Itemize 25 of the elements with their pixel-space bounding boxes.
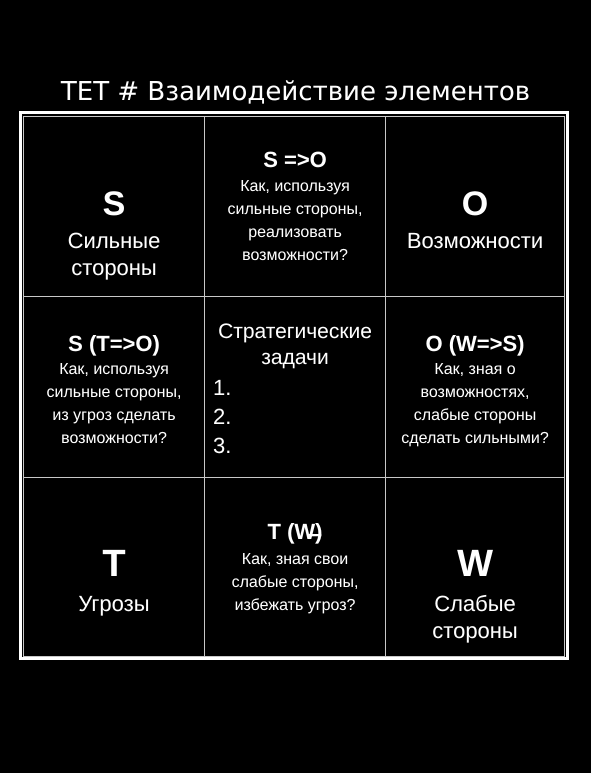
category-label: Слабые стороны	[431, 590, 519, 644]
letter-heading: W	[457, 543, 493, 585]
formula-heading: T (W̶)	[268, 519, 322, 545]
matrix-cell	[385, 116, 565, 297]
category-label: Угрозы	[78, 590, 150, 617]
list-number: 2.	[213, 403, 232, 431]
question-text: Как, используя сильные стороны, из угроз сделать возможности?	[46, 360, 182, 449]
matrix-cell	[23, 477, 205, 657]
list-number: 1.	[213, 374, 232, 402]
list-number: 3.	[213, 432, 232, 460]
letter-heading: O	[462, 185, 488, 223]
letter-heading: T	[102, 543, 126, 585]
question-text: Как, зная о возможностях, слабые стороны сделать сильными?	[400, 360, 550, 449]
matrix-cell	[385, 477, 565, 657]
letter-heading: S	[102, 185, 126, 223]
category-label: Возможности	[406, 227, 544, 254]
formula-heading: S =>O	[263, 147, 327, 173]
matrix-cell	[23, 116, 205, 297]
diagram-title: ТЕТ # Взаимодействие элементов	[60, 77, 532, 108]
formula-heading: S (T=>O)	[68, 331, 160, 357]
question-text: Как, используя сильные стороны, реализовать возможности?	[226, 177, 364, 266]
formula-heading: O (W=>S)	[425, 331, 524, 357]
category-label: Сильные стороны	[66, 227, 162, 281]
tasks-heading: Стратегические задачи	[217, 319, 373, 371]
question-text: Как, зная свои слабые стороны, избежать угроз?	[230, 550, 360, 616]
